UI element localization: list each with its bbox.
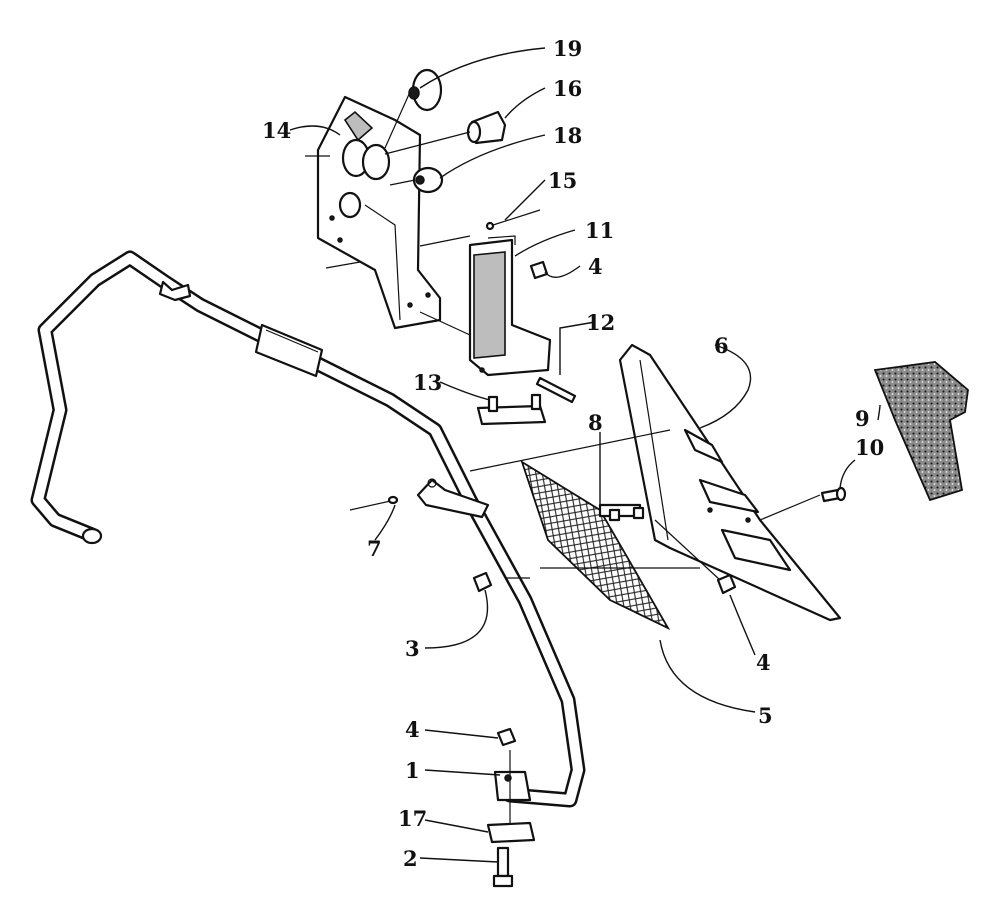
rod-12 xyxy=(535,376,577,404)
screw-10 xyxy=(820,486,847,503)
callout-18: 18 xyxy=(553,123,582,148)
nut-4-lower xyxy=(496,727,517,747)
callout-1: 1 xyxy=(405,758,420,783)
grommet-19 xyxy=(408,68,443,112)
callout-17: 17 xyxy=(398,806,427,831)
side-plate-14 xyxy=(316,95,442,330)
callout-8: 8 xyxy=(588,410,603,435)
callout-9: 9 xyxy=(855,406,870,431)
mesh-grate-5 xyxy=(520,459,671,631)
callout-19: 19 xyxy=(553,36,582,61)
callout-10: 10 xyxy=(855,435,884,460)
callout-14: 14 xyxy=(262,118,291,143)
callout-3: 3 xyxy=(405,636,420,661)
grommet-18 xyxy=(412,166,444,194)
callout-4-lower: 4 xyxy=(405,717,420,742)
bolt-2 xyxy=(492,846,514,888)
bracket-11 xyxy=(468,235,552,377)
callout-6: 6 xyxy=(714,333,729,358)
bumper-tube xyxy=(30,250,586,808)
bushing-16 xyxy=(466,110,507,145)
callout-5: 5 xyxy=(758,703,773,728)
callout-4-upper: 4 xyxy=(588,254,603,279)
step-plate-6 xyxy=(618,343,842,622)
bolts-8 xyxy=(598,503,645,522)
assembly-lines xyxy=(305,91,821,825)
callout-12: 12 xyxy=(586,310,615,335)
callout-labels: 19 16 14 18 15 11 4 12 13 6 8 9 10 7 3 4… xyxy=(262,36,884,871)
bolt-plate-13 xyxy=(476,393,547,426)
nut-3 xyxy=(472,571,493,593)
callout-4-middle: 4 xyxy=(756,650,771,675)
nut-4-upper xyxy=(529,260,549,280)
callout-7: 7 xyxy=(367,536,382,561)
callout-2: 2 xyxy=(403,846,418,871)
callout-15: 15 xyxy=(548,168,577,193)
pin-7 xyxy=(349,495,399,511)
foam-pad-9 xyxy=(873,361,969,502)
callout-13: 13 xyxy=(413,370,442,395)
callout-11: 11 xyxy=(585,218,614,243)
callout-16: 16 xyxy=(553,76,582,101)
nut-4-middle xyxy=(716,573,737,595)
plate-17 xyxy=(486,821,536,844)
pin-15 xyxy=(485,209,541,231)
leader-lines xyxy=(289,47,881,863)
